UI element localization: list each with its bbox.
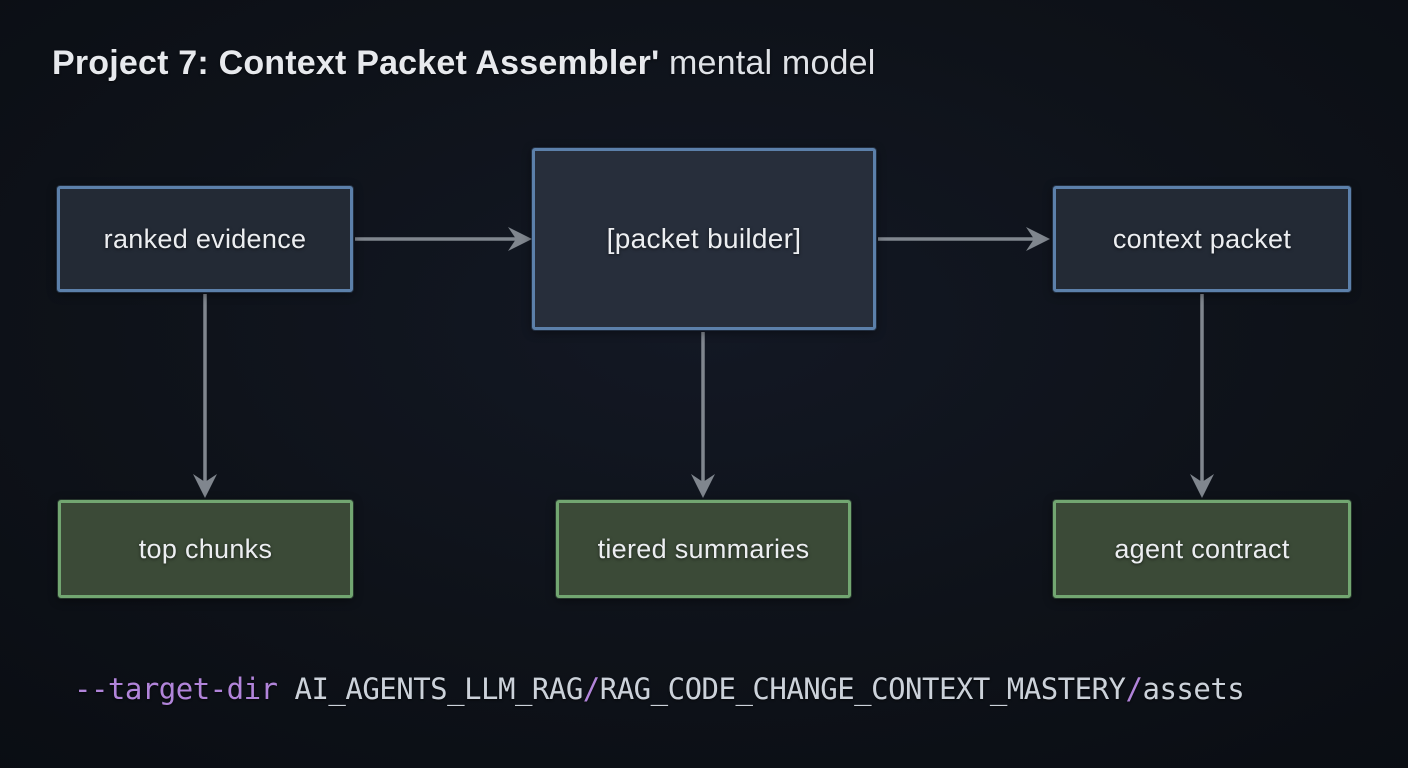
node-ranked-evidence: ranked evidence	[57, 186, 353, 292]
arrow-right-head-icon	[1026, 227, 1050, 251]
node-tiered-summaries: tiered summaries	[556, 500, 851, 598]
arrow-down-head-icon	[1190, 474, 1214, 498]
command-flag: --target-dir	[74, 672, 295, 706]
node-context-packet: context packet	[1053, 186, 1351, 292]
command-line: --target-dir AI_AGENTS_LLM_RAG/RAG_CODE_…	[74, 672, 1245, 706]
arrow-builder-to-context	[878, 227, 1050, 251]
node-label: tiered summaries	[597, 533, 810, 564]
node-top-chunks: top chunks	[58, 500, 353, 598]
page-title-regular: mental model	[659, 44, 876, 82]
node-label: context packet	[1112, 223, 1292, 254]
page-title-bold: Project 7: Context Packet Assembler'	[52, 44, 660, 82]
arrow-down-head-icon	[193, 474, 217, 498]
arrow-ranked-to-builder	[355, 227, 532, 251]
command-path-segment-2: RAG_CODE_CHANGE_CONTEXT_MASTERY	[599, 672, 1126, 706]
arrow-down-head-icon	[691, 474, 715, 498]
node-label: ranked evidence	[103, 223, 307, 254]
arrow-builder-to-summaries	[691, 332, 715, 498]
command-separator-1: /	[582, 672, 600, 706]
node-agent-contract: agent contract	[1053, 500, 1351, 598]
node-label: top chunks	[138, 533, 273, 564]
page-title: Project 7: Context Packet Assembler' men…	[52, 44, 876, 83]
arrow-ranked-to-chunks	[193, 294, 217, 498]
node-packet-builder: [packet builder]	[532, 148, 876, 330]
arrow-context-to-contract	[1190, 294, 1214, 498]
command-path-segment-3: assets	[1142, 672, 1245, 706]
node-label: [packet builder]	[606, 223, 802, 254]
command-separator-2: /	[1125, 672, 1143, 706]
command-path-segment-1: AI_AGENTS_LLM_RAG	[294, 672, 583, 706]
arrow-right-head-icon	[508, 227, 532, 251]
node-label: agent contract	[1114, 533, 1290, 564]
